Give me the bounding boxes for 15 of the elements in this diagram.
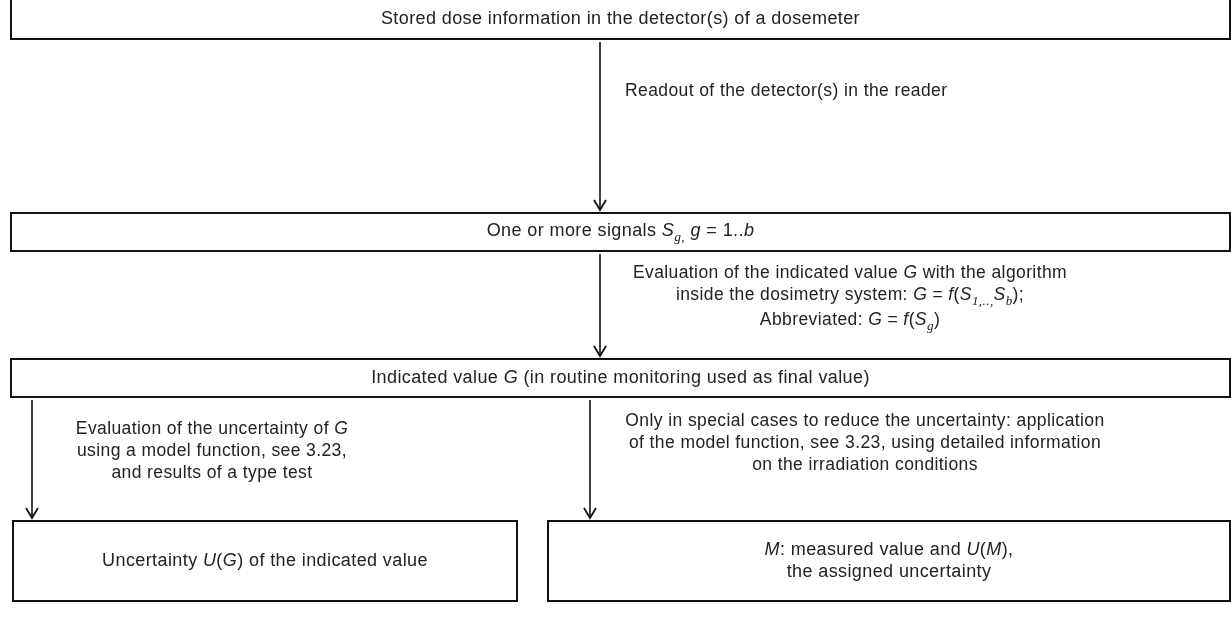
box-text: Uncertainty U(G) of the indicated value: [102, 550, 428, 572]
box-text: One or more signals S$_{g,}$ g = 1..b: [486, 219, 755, 245]
process-box: [10, 358, 1231, 398]
box-text: M: measured value and U(M), the assigned uncertainty: [763, 539, 1015, 583]
arrow: [25, 399, 39, 519]
box-text: Stored dose information in the detector(s) of a dosemeter: [380, 8, 860, 30]
process-box: [10, 0, 1231, 40]
process-box: [10, 212, 1231, 252]
arrow: [593, 253, 607, 357]
box-text: Indicated value G (in routine monitoring used as final value): [371, 367, 870, 389]
arrow: [593, 41, 607, 211]
edge-label: Readout of the detector(s) in the reader: [625, 80, 948, 102]
process-box: [12, 520, 518, 602]
process-box: [547, 520, 1231, 602]
arrow: [583, 399, 597, 519]
